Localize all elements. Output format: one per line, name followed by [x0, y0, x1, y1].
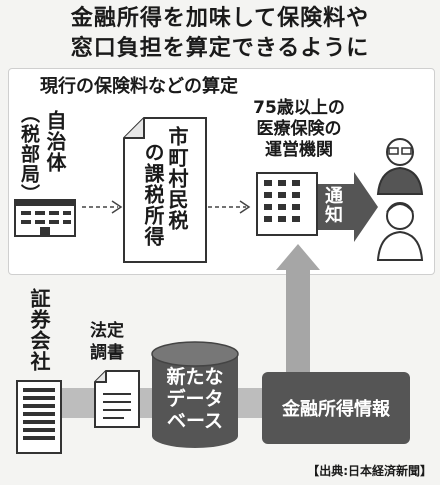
tax-doc-line-1: 市町村民税 — [165, 126, 189, 231]
up-arrow-head — [276, 244, 320, 270]
tax-document-icon — [123, 117, 207, 263]
current-calculation-label: 現行の保険料などの算定 — [40, 76, 238, 97]
database-line-1: 新たな — [166, 366, 224, 388]
statutory-doc-line-1: 法定 — [90, 321, 124, 341]
statutory-doc-line-2: 調書 — [90, 343, 124, 363]
database-line-2: データ — [166, 388, 224, 410]
notify-arrow — [316, 172, 378, 242]
building-icon — [14, 199, 76, 237]
title-line-2: 窓口負担を算定できるように — [70, 36, 370, 61]
database-icon — [151, 341, 239, 448]
statutory-doc-label: 法定 調書 — [90, 320, 124, 364]
title-line-1: 金融所得を加味して保険料や — [70, 6, 370, 31]
financial-income-info-label: 金融所得情報 — [282, 399, 390, 420]
insurer-line-1: 75歳以上の — [253, 98, 345, 118]
securities-building-icon — [16, 380, 62, 454]
source-credit: 【出典:日本経済新聞】 — [307, 464, 432, 478]
database-label: 新たな データ ベース — [150, 366, 240, 432]
elderly-people-icon — [376, 138, 424, 261]
database-line-3: ベース — [166, 410, 224, 432]
insurer-label: 75歳以上の 医療保険の 運営機関 — [234, 98, 364, 161]
financial-income-info-box: 金融所得情報 — [262, 372, 410, 444]
insurer-line-2: 医療保険の — [256, 119, 342, 139]
municipality-sub: （税部局） — [18, 104, 40, 204]
municipality-name: 自治体 — [43, 110, 67, 173]
notify-label: 通知 — [322, 186, 343, 224]
statutory-document-icon — [94, 370, 140, 428]
tax-doc-line-2: の課税所得 — [141, 142, 165, 247]
securities-company-label: 証券会社 — [27, 288, 51, 372]
arrowhead-1 — [111, 200, 123, 214]
up-arrow-shaft — [286, 268, 310, 372]
insurer-building-icon — [256, 172, 318, 236]
arrowhead-2 — [239, 200, 251, 214]
current-calculation-panel — [8, 68, 435, 275]
insurer-line-3: 運営機関 — [265, 140, 333, 160]
